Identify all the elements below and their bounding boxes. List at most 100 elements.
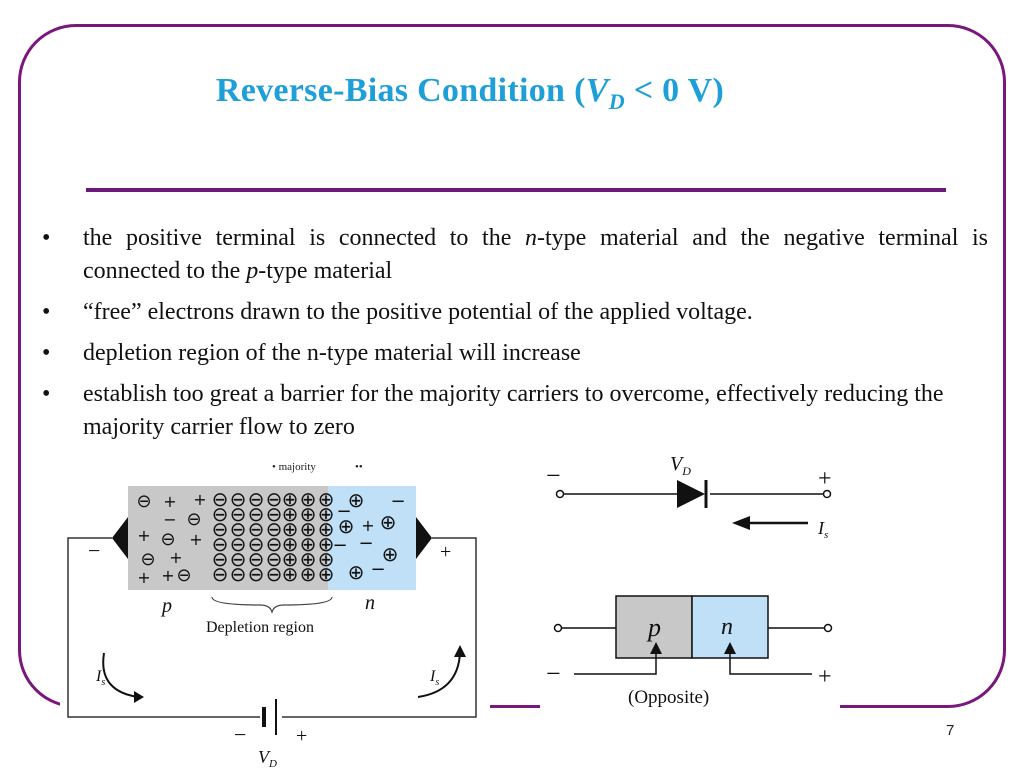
depletion-plus-ion: ⊕ [282, 502, 299, 526]
majority-note-dots: •• [355, 461, 363, 473]
title-divider [86, 188, 946, 192]
bullet-marker: • [42, 225, 51, 251]
depletion-minus-ion: ⊖ [230, 562, 247, 586]
current-arrow-left [102, 652, 139, 698]
is-label-right: Is [429, 668, 439, 688]
plus-ion: ⊕ [382, 542, 399, 566]
current-arrowhead-left [134, 691, 144, 703]
n-region [328, 486, 416, 590]
depletion-minus-ion: ⊖ [266, 547, 283, 571]
depletion-minus-ion: ⊖ [248, 502, 265, 526]
depletion-plus-ion: ⊕ [318, 502, 335, 526]
n-block-label: n [721, 614, 733, 640]
block-plus: + [818, 664, 832, 690]
hole: + [163, 492, 176, 511]
charge-carriers: ⊖++−⊖+⊖+⊖+++⊖⊖⊖⊖⊖⊖⊖⊖⊖⊖⊖⊖⊖⊖⊖⊖⊖⊖⊖⊖⊖⊖⊖⊖⊖⊕⊕⊕… [136, 487, 405, 587]
diode-symbol-diagram: VD − + Is p n − + (Opposite) [540, 448, 840, 713]
bullet-marker: • [42, 381, 51, 407]
battery-plus: + [296, 725, 307, 747]
diode-is-label: Is [817, 518, 828, 541]
depletion-plus-ion: ⊕ [282, 547, 299, 571]
depletion-plus-ion: ⊕ [282, 532, 299, 556]
plus-ion: ⊕ [338, 514, 355, 538]
depletion-plus-ion: ⊕ [318, 517, 335, 541]
depletion-minus-ion: ⊖ [266, 502, 283, 526]
bullet-list: •the positive terminal is connected to t… [42, 222, 988, 452]
bullet-item: •depletion region of the n-type material… [42, 337, 988, 370]
is-label-left: Is [95, 668, 105, 688]
circuit-wire [67, 537, 260, 718]
plus-sign: + [361, 516, 374, 535]
depletion-plus-ion: ⊕ [300, 562, 317, 586]
p-region [128, 486, 328, 590]
depletion-minus-ion: ⊖ [230, 532, 247, 556]
plus-ion: ⊕ [380, 510, 397, 534]
slide-title: Reverse-Bias Condition (VD < 0 V) [215, 72, 725, 114]
depletion-minus-ion: ⊖ [266, 562, 283, 586]
bullet-item: •the positive terminal is connected to t… [42, 222, 988, 288]
current-arrow-right [417, 652, 461, 698]
bullet-item: •establish too great a barrier for the m… [42, 378, 988, 444]
diode-triangle [677, 480, 705, 508]
plus-ion: ⊕ [348, 488, 365, 512]
bullet-marker: • [42, 299, 51, 325]
bullet-item: •“free” electrons drawn to the positive … [42, 296, 988, 329]
depletion-minus-ion: ⊖ [266, 517, 283, 541]
depletion-minus-ion: ⊖ [212, 532, 229, 556]
electron: − [163, 510, 176, 529]
electron: − [390, 491, 405, 512]
diode-plus-top: + [818, 466, 832, 492]
majority-note: • majority [272, 461, 316, 473]
electron: − [336, 501, 351, 522]
depletion-minus-ion: ⊖ [266, 487, 283, 511]
depletion-plus-ion: ⊕ [300, 517, 317, 541]
depletion-minus-ion: ⊖ [230, 517, 247, 541]
depletion-plus-ion: ⊕ [300, 532, 317, 556]
current-arrowhead-right [454, 645, 466, 657]
diode-minus-top: − [546, 461, 561, 490]
slide-frame [18, 24, 1006, 708]
vd-label: VD [258, 747, 277, 768]
minus-ion: ⊖ [160, 529, 175, 550]
depletion-minus-ion: ⊖ [212, 562, 229, 586]
right-contact [416, 517, 432, 559]
depletion-plus-ion: ⊕ [300, 547, 317, 571]
circuit-wire [282, 537, 477, 718]
depletion-minus-ion: ⊖ [248, 487, 265, 511]
depletion-region-label: Depletion region [206, 619, 314, 636]
depletion-plus-ion: ⊕ [282, 562, 299, 586]
depletion-minus-ion: ⊖ [212, 547, 229, 571]
depletion-plus-ion: ⊕ [318, 532, 335, 556]
depletion-minus-ion: ⊖ [230, 487, 247, 511]
minus-ion: ⊖ [140, 549, 155, 570]
hole: + [137, 568, 150, 587]
page-number: 7 [946, 722, 955, 739]
n-lead [729, 648, 812, 675]
depletion-minus-ion: ⊖ [230, 547, 247, 571]
p-lead [574, 648, 657, 675]
electron: − [370, 559, 385, 580]
hole: + [169, 548, 182, 567]
depletion-plus-ion: ⊕ [318, 487, 335, 511]
electron: − [358, 533, 373, 554]
hole: + [189, 530, 202, 549]
minus-ion: ⊖ [136, 491, 151, 512]
left-contact [112, 517, 128, 559]
depletion-minus-ion: ⊖ [248, 562, 265, 586]
hole: + [193, 490, 206, 509]
depletion-minus-ion: ⊖ [248, 547, 265, 571]
depletion-minus-ion: ⊖ [212, 502, 229, 526]
depletion-minus-ion: ⊖ [266, 532, 283, 556]
battery-minus: − [234, 722, 246, 747]
junction-circuit-diagram: • majority •• − + VD − + Is Is Depletion… [60, 455, 490, 768]
plus-ion: ⊕ [348, 560, 365, 584]
hole: + [161, 566, 174, 585]
depletion-plus-ion: ⊕ [318, 547, 335, 571]
depletion-minus-ion: ⊖ [230, 502, 247, 526]
hole: + [137, 526, 150, 545]
electron: − [332, 535, 347, 556]
n-label: n [365, 592, 375, 614]
depletion-minus-ion: ⊖ [248, 517, 265, 541]
terminal-plus: + [440, 541, 451, 563]
p-block-label: p [646, 613, 661, 642]
